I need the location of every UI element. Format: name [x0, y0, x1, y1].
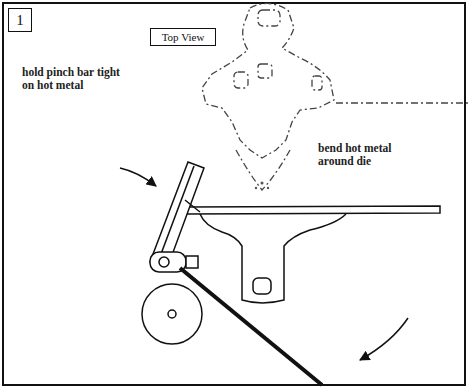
roller-nut	[186, 256, 198, 268]
wheel	[142, 284, 202, 344]
motion-arrow	[360, 318, 408, 360]
die-outline	[202, 3, 334, 158]
pinch-bar-edge	[158, 166, 194, 262]
spark-dot	[267, 187, 269, 189]
bending-handle	[180, 268, 322, 385]
frame	[3, 3, 465, 385]
wheel-hub	[168, 310, 176, 318]
spark-marks	[255, 182, 269, 190]
die-hole	[234, 72, 248, 88]
callout-note: bend hot metal around die	[318, 142, 414, 168]
spark-dot	[255, 187, 257, 189]
die-hole	[258, 64, 272, 78]
die-outline	[236, 150, 290, 190]
center-line	[336, 102, 469, 103]
die-slot	[258, 10, 280, 26]
pinch-bar-clamp	[185, 200, 200, 212]
spark-dot	[261, 182, 264, 185]
node-text: 1	[13, 12, 27, 29]
pinch-bar	[150, 162, 204, 266]
figure-number: 1	[8, 8, 32, 32]
roller-pin	[159, 257, 169, 267]
bending-die	[200, 214, 346, 303]
die-hole	[253, 278, 271, 294]
view-title-box: Top View	[150, 28, 216, 46]
callout-note: hold pinch bar tight on hot metal	[22, 66, 122, 92]
hot-metal-bar	[186, 206, 440, 214]
die-hole	[312, 76, 322, 90]
leader-arrow	[120, 168, 156, 186]
node-text: Top View	[159, 31, 208, 43]
